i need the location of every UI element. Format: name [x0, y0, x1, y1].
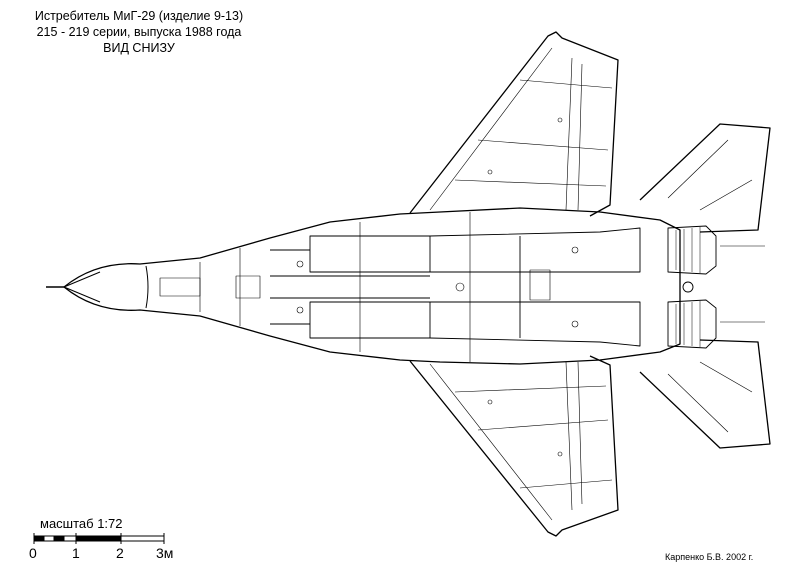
engine-nozzles	[667, 225, 717, 349]
author-credit: Карпенко Б.В. 2002 г.	[665, 552, 754, 562]
scale-tick-0: 0	[29, 545, 37, 561]
lower-wing	[409, 355, 619, 537]
title-block: Истребитель МиГ-29 (изделие 9-13) 215 - …	[14, 8, 264, 56]
view-label: ВИД СНИЗУ	[103, 41, 175, 55]
panel-details	[159, 117, 579, 457]
lower-stabilizer	[639, 339, 771, 449]
nose-cone	[63, 271, 101, 303]
centerlines	[50, 245, 765, 323]
drawing-subtitle: 215 - 219 серии, выпуска 1988 года	[36, 25, 242, 39]
scale-label: масштаб 1:72	[40, 516, 123, 531]
scale-bar	[33, 533, 165, 544]
fuselage-outline	[63, 207, 681, 365]
radome-seam	[145, 265, 149, 309]
upper-wing	[409, 31, 619, 217]
scale-tick-3: 3м	[156, 545, 174, 561]
scale-tick-1: 1	[72, 545, 80, 561]
scale-tick-2: 2	[116, 545, 124, 561]
upper-stabilizer	[639, 123, 771, 233]
drawing-title: Истребитель МиГ-29 (изделие 9-13)	[34, 9, 244, 23]
engine-nacelles	[270, 227, 641, 347]
